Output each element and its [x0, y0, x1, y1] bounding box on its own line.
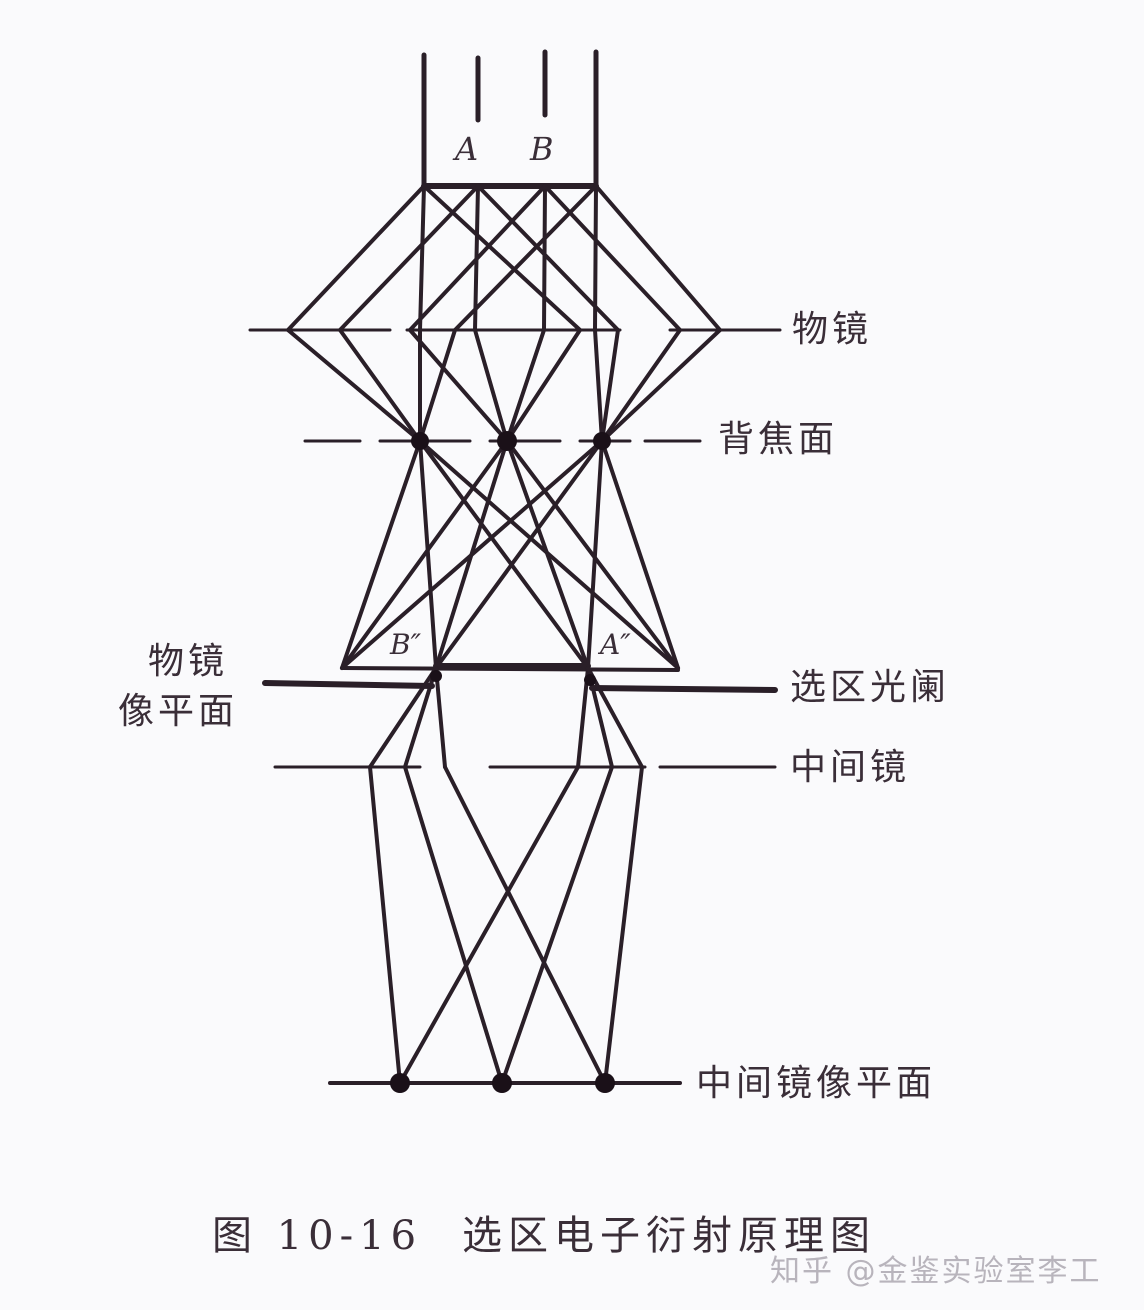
selected-area-aperture-label: 选区光阑 — [790, 667, 951, 708]
intermediate-lens-label: 中间镜 — [790, 747, 911, 788]
point-a-label: A — [455, 130, 479, 168]
point-b-image-label: B″ — [390, 628, 422, 661]
rays-to-intermediate-image-plane — [368, 765, 644, 1085]
point-a-image-label: A″ — [600, 628, 631, 661]
figure-title: 选区电子衍射原理图 — [462, 1213, 877, 1259]
figure-number: 图 10-16 — [212, 1213, 423, 1259]
incident-beams — [421, 49, 599, 188]
objective-image-plane-label-line1: 物镜 — [148, 641, 229, 682]
point-b-label: B — [530, 130, 554, 168]
rays-objective-to-bfp — [286, 328, 722, 443]
watermark: 知乎 @金鉴实验室李工 — [770, 1254, 1102, 1289]
figure-caption: 图 10-16 选区电子衍射原理图 — [212, 1203, 876, 1261]
focal-spots — [390, 431, 615, 1093]
objective-image-plane-label-line2: 像平面 — [118, 691, 239, 732]
intermediate-image-plane-label: 中间镜像平面 — [696, 1063, 937, 1104]
objective-lens-label: 物镜 — [792, 309, 873, 350]
selected-area-aperture-line — [262, 680, 778, 693]
back-focal-plane-label: 背焦面 — [718, 419, 839, 460]
rays-specimen-to-objective — [286, 184, 722, 332]
rays-bfp-to-image-plane — [340, 439, 680, 670]
